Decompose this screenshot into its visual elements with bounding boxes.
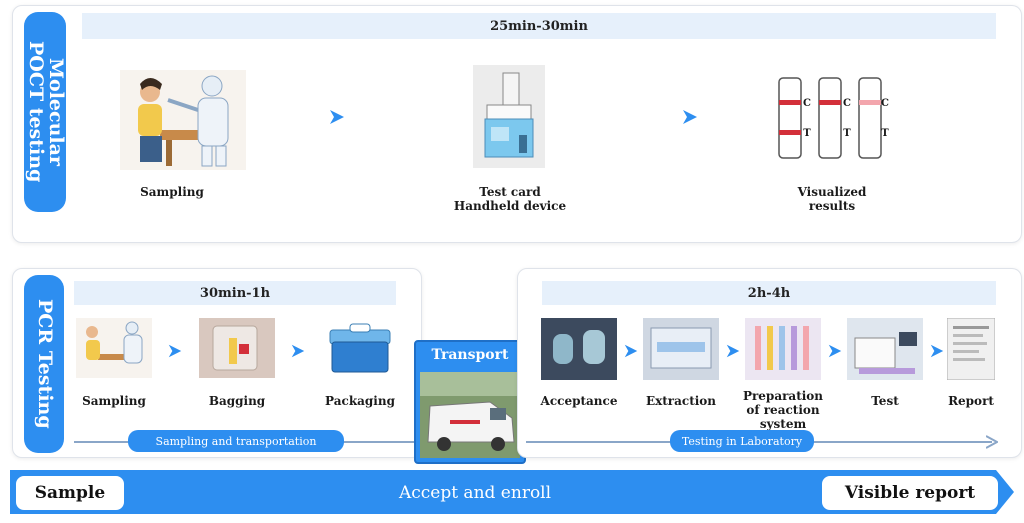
strip3-c-mark: C (881, 98, 889, 109)
reaction-system-illustration (745, 318, 821, 380)
pcr-step-bagging: Bagging (208, 394, 266, 408)
lab-step-test: Test (871, 394, 899, 408)
pcr-step-packaging: Packaging (325, 394, 395, 408)
molecular-step-sampling: Sampling (140, 185, 204, 199)
chevron-right-icon (624, 344, 638, 358)
test-strips-illustration (778, 77, 882, 159)
lab-step-extraction: Extraction (645, 394, 717, 408)
strip2-t-mark: T (843, 128, 851, 139)
lab-step-preparation: Preparation of reaction system (742, 389, 824, 431)
molecular-timebar: 25min-30min (82, 13, 996, 39)
pcr-sampling-illustration (76, 318, 152, 378)
bar-end-report: Visible report (822, 476, 998, 510)
sampling-illustration (120, 70, 246, 170)
pcr-side-text: PCR Testing (33, 299, 56, 429)
pcr-right-timebar: 2h-4h (542, 281, 996, 305)
strip3-t-mark: T (881, 128, 889, 139)
molecular-side-label: Molecular POCT testing (24, 12, 67, 212)
pcr-left-timebar: 30min-1h (74, 281, 396, 305)
strip2-c-mark: C (843, 98, 851, 109)
chevron-right-icon (930, 344, 944, 358)
chevron-right-icon (683, 110, 697, 124)
extraction-illustration (643, 318, 719, 380)
process-bar (10, 470, 1014, 514)
cooler-box-illustration (322, 318, 398, 378)
chevron-right-icon (168, 344, 182, 358)
pcr-step-sampling: Sampling (82, 394, 146, 408)
ambulance-illustration (420, 372, 520, 458)
flow-pill-sampling-transport: Sampling and transportation (128, 430, 344, 452)
report-illustration (947, 318, 995, 380)
strip1-t-mark: T (803, 128, 811, 139)
flow-pill-lab: Testing in Laboratory (670, 430, 814, 452)
lab-step-report: Report (948, 394, 994, 408)
molecular-step-device: Test card Handheld device (453, 185, 567, 213)
chevron-right-icon (291, 344, 305, 358)
chevron-right-icon (726, 344, 740, 358)
test-instrument-illustration (847, 318, 923, 380)
lab-step-acceptance: Acceptance (540, 394, 618, 408)
acceptance-illustration (541, 318, 617, 380)
bagging-illustration (199, 318, 275, 378)
transport-title: Transport (431, 347, 509, 363)
molecular-step-results: Visualized results (797, 185, 867, 213)
bar-middle-text: Accept and enroll (398, 483, 552, 503)
bar-start-sample: Sample (16, 476, 124, 510)
pcr-side-label: PCR Testing (24, 275, 64, 453)
molecular-side-text: Molecular POCT testing (25, 41, 67, 183)
arrow-right-icon (986, 435, 998, 449)
chevron-right-icon (330, 110, 344, 124)
handheld-device-illustration (473, 65, 545, 168)
strip1-c-mark: C (803, 98, 811, 109)
chevron-right-icon (828, 344, 842, 358)
